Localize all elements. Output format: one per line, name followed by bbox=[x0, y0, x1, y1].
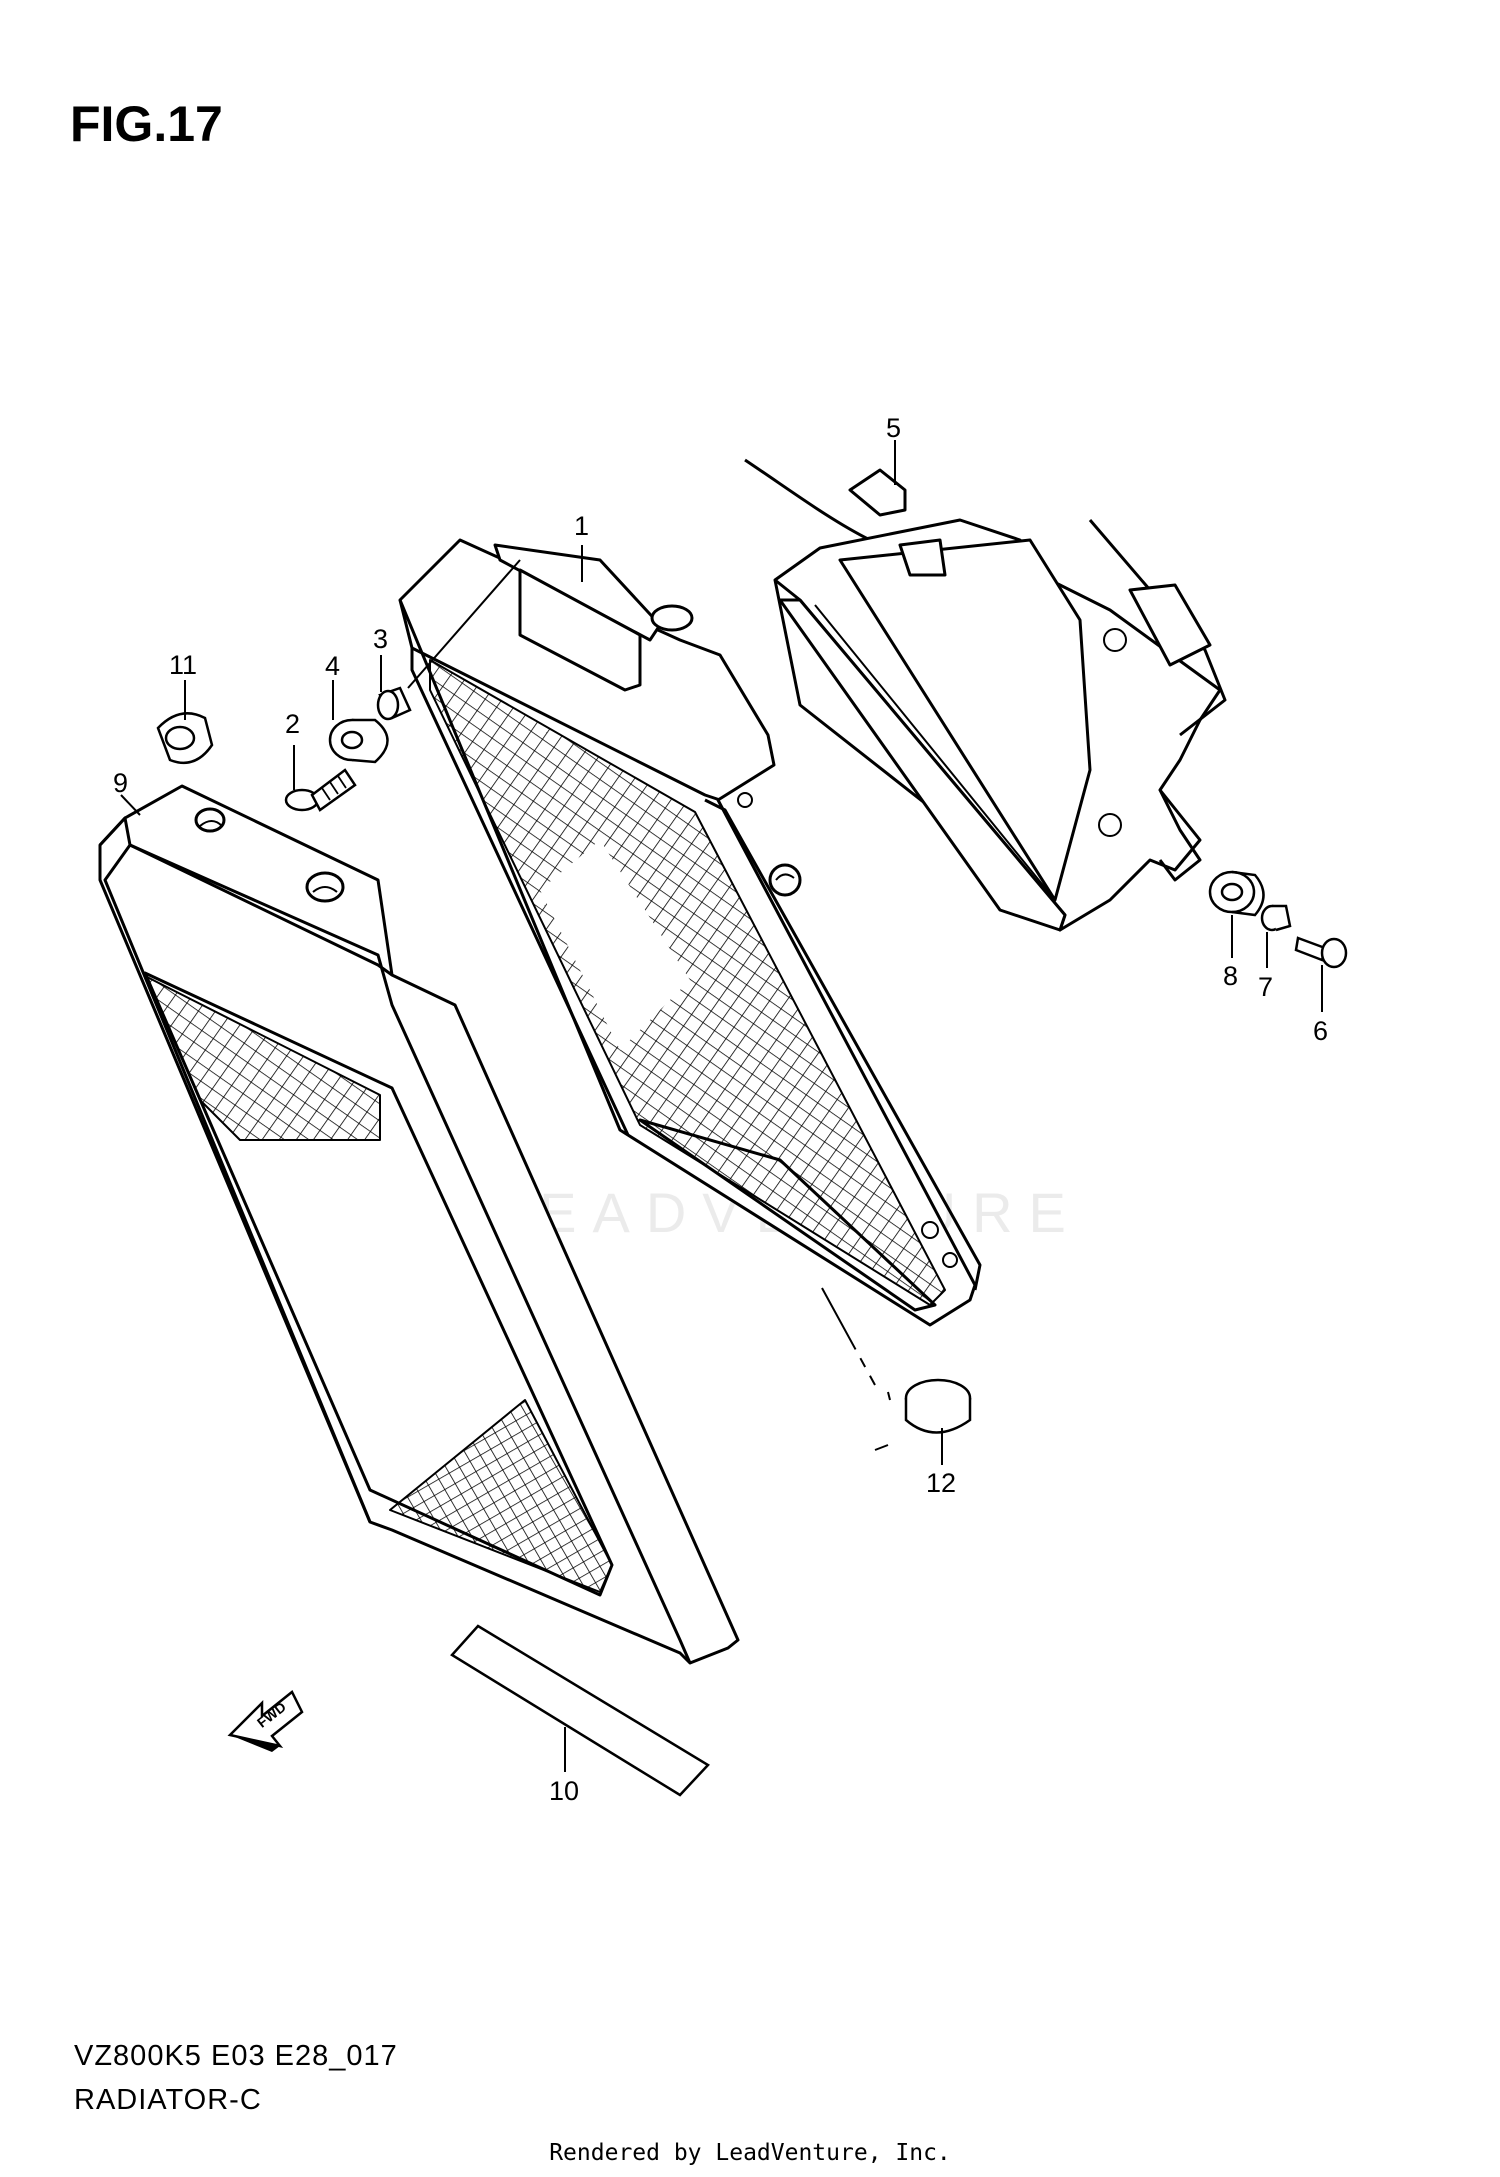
callout-6: 6 bbox=[1313, 1016, 1328, 1046]
cushion-4-part bbox=[328, 718, 389, 764]
radiator-cover-part bbox=[98, 784, 740, 1665]
cushion-12-alignment-line bbox=[821, 1287, 891, 1401]
forward-arrow-icon: FWD bbox=[227, 1690, 304, 1752]
callout-7: 7 bbox=[1258, 972, 1273, 1002]
spacer-7-part bbox=[1260, 904, 1292, 932]
callout-4: 4 bbox=[325, 651, 340, 681]
callout-11: 11 bbox=[169, 650, 197, 680]
bolt-alignment-line bbox=[407, 559, 521, 689]
cushion-strip-10-part bbox=[450, 1624, 710, 1797]
callout-12: 12 bbox=[926, 1468, 956, 1498]
callout-10: 10 bbox=[549, 1776, 579, 1806]
callout-numbers: 1 2 3 4 5 6 7 8 9 10 11 12 bbox=[113, 413, 1328, 1806]
footer-credit: Rendered by LeadVenture, Inc. bbox=[549, 2140, 951, 2166]
callout-3: 3 bbox=[373, 624, 388, 654]
fan-shroud-part bbox=[744, 458, 1227, 932]
figure-title: FIG.17 bbox=[70, 96, 223, 152]
bolt-6-part bbox=[1294, 936, 1348, 969]
leader-lines bbox=[120, 440, 1323, 1772]
cushion-12-part bbox=[904, 1378, 972, 1434]
cushion-8-part bbox=[1208, 870, 1265, 917]
bolt-2-part bbox=[284, 768, 357, 812]
model-code: VZ800K5 E03 E28_017 bbox=[74, 2040, 398, 2072]
callout-9: 9 bbox=[113, 768, 128, 798]
grommet-11-part bbox=[156, 712, 214, 765]
leader-9 bbox=[120, 794, 141, 816]
radiator-part bbox=[398, 538, 982, 1327]
callout-2: 2 bbox=[285, 709, 300, 739]
cushion-12-leader-tick bbox=[874, 1444, 889, 1451]
callout-1: 1 bbox=[574, 511, 589, 541]
callout-5: 5 bbox=[886, 413, 901, 443]
spacer-3-part bbox=[376, 686, 412, 721]
section-name: RADIATOR-C bbox=[74, 2084, 262, 2116]
callout-8: 8 bbox=[1223, 961, 1238, 991]
